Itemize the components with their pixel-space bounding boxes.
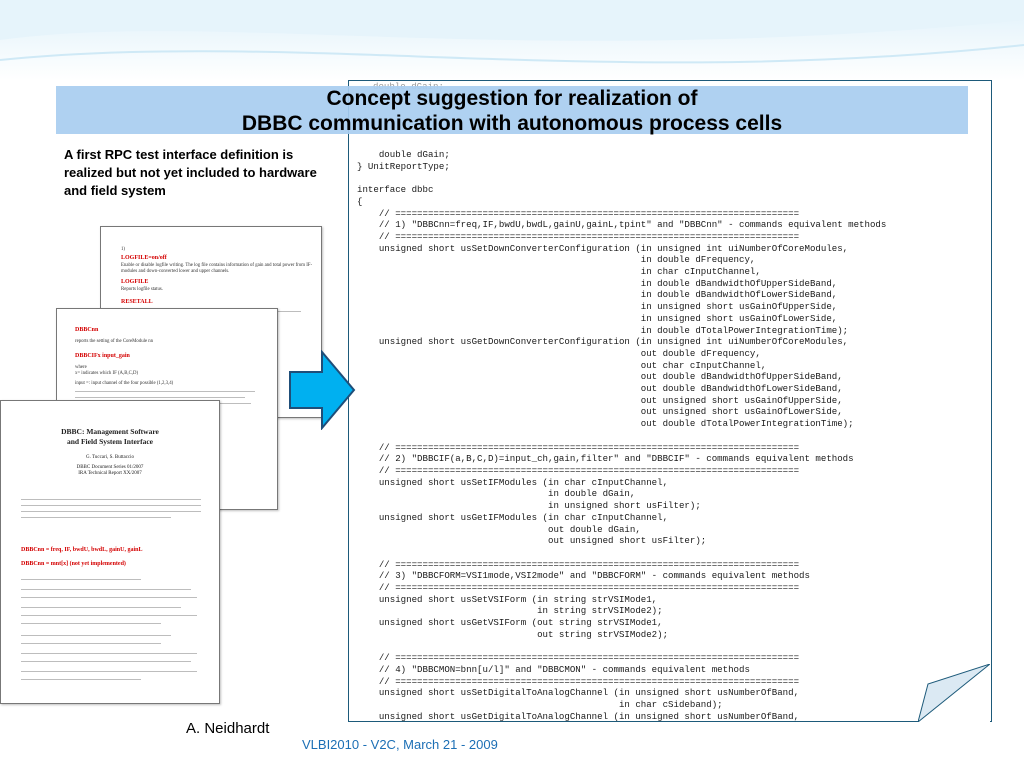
author-name: A. Neidhardt: [186, 720, 270, 737]
doc2-text-2: where: [75, 365, 87, 370]
doc1-red-heading-1: LOGFILE=on/off: [121, 255, 167, 261]
doc3-series: DBBC Document Series 01/2007: [76, 465, 144, 470]
doc2-text-1: reports the setting of the CoreModule nn: [75, 339, 154, 344]
footer-text: VLBI2010 - V2C, March 21 - 2009: [302, 737, 498, 752]
title-line-2: DBBC communication with autonomous proce…: [241, 112, 783, 135]
code-text: double dGain; } UnitReportType; interfac…: [357, 149, 887, 722]
doc3-red-command-1: DBBCnn = freq, IF, bwdU, bwdL, gainU, ga…: [21, 547, 143, 553]
doc2-red-heading-2: DBBCIFx input_gain: [75, 353, 130, 359]
intro-text: A first RPC test interface definition is…: [64, 147, 317, 198]
doc3-report: IRA Technical Report XX/2007: [78, 471, 142, 476]
page-fold-corner: [918, 664, 990, 722]
document-thumbnail-3: DBBC: Management Software and Field Syst…: [0, 400, 220, 704]
title-band: [56, 86, 968, 134]
doc1-red-heading-3: RESETALL: [121, 299, 153, 305]
right-arrow-icon: [289, 350, 356, 430]
doc2-text-3: x= indicates which IF (A,B,C,D): [75, 371, 139, 376]
doc3-authors: G. Tuccari, S. Buttaccio: [85, 455, 135, 460]
doc1-text-3: Reports logfile status.: [121, 287, 163, 292]
doc3-heading-2: and Field System Interface: [66, 437, 154, 446]
doc1-red-heading-2: LOGFILE: [121, 279, 149, 285]
doc3-red-command-2: DBBCnn = mnt[x] (not yet implemented): [21, 561, 126, 567]
slide-title: Concept suggestion for realization of DB…: [56, 86, 968, 136]
doc2-text-4: input =: input channel of the four possi…: [75, 381, 174, 386]
doc1-text-2: modules and down-converted lower and upp…: [121, 269, 230, 274]
doc1-text-1: Enable or disable logfile writing. The l…: [121, 263, 313, 268]
doc3-heading-1: DBBC: Management Software: [61, 427, 159, 436]
idl-code-listing: double dGain; double dGain; } UnitReport…: [348, 80, 992, 722]
doc2-red-heading-1: DBBCnn: [75, 327, 99, 333]
title-line-1: Concept suggestion for realization of: [326, 87, 698, 110]
